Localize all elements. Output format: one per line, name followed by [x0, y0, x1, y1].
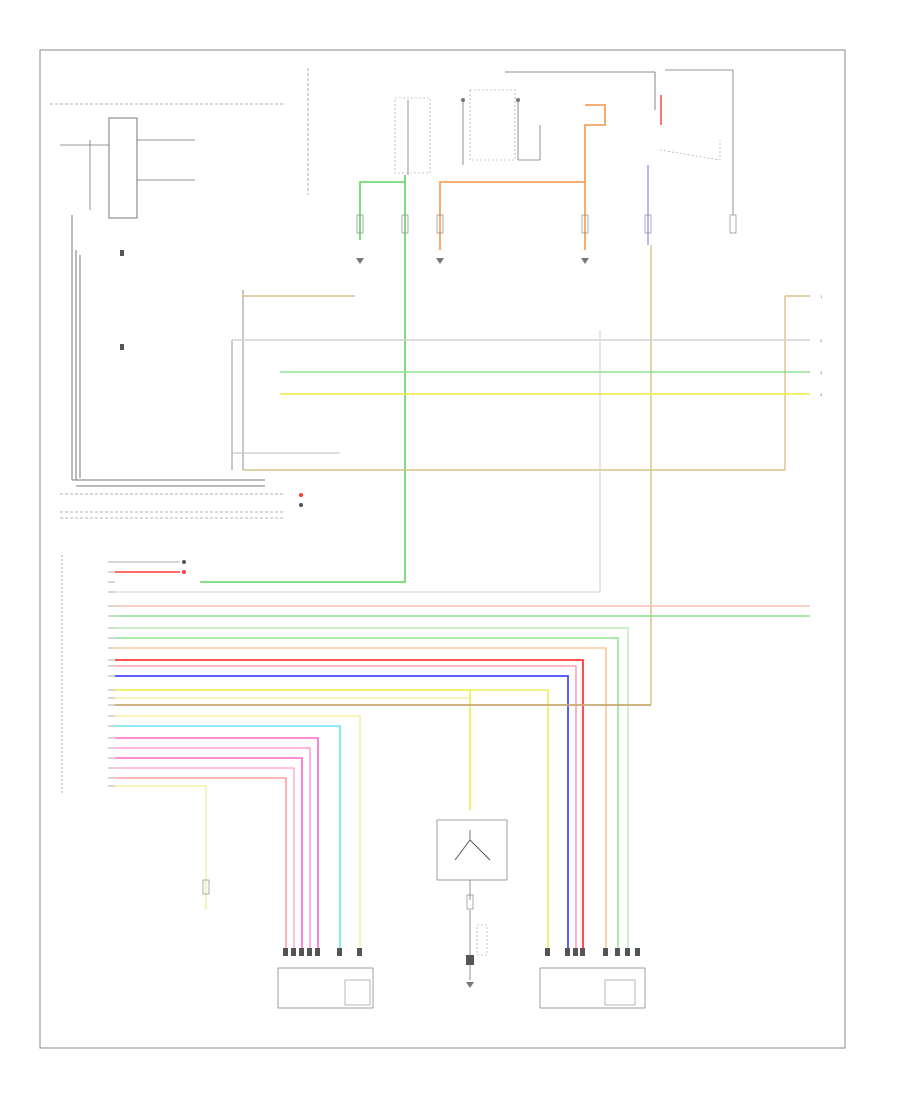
splice-point: [182, 560, 186, 564]
ecm-wire-green: [115, 637, 619, 952]
splice-point: [461, 98, 465, 102]
sensor-block: [108, 117, 138, 219]
ecm-wire-lightyellow-short: [115, 785, 207, 910]
ecm-wire-peach: [115, 647, 607, 952]
ecm-wire-pink: [115, 767, 295, 952]
connector-stub: [466, 955, 474, 965]
right-connector-pins: [545, 948, 640, 956]
ground-symbol: [581, 258, 589, 264]
ecm-wire-gray-long: [115, 330, 601, 593]
ecm-wire-red: [115, 659, 584, 952]
connector-stub: [581, 214, 589, 234]
bottom-components: [202, 819, 646, 1009]
top-left-sensor-group: [50, 68, 309, 519]
ecm-wire-magenta: [115, 757, 303, 952]
ecm-wire-yellow: [115, 689, 471, 810]
ecm-wire-magenta: [115, 737, 319, 952]
connector-stub: [466, 894, 474, 910]
ground-symbol: [436, 258, 444, 264]
wire-endpoint-label: 1: [820, 295, 822, 299]
splice-point: [182, 570, 186, 574]
left-connector-box: [277, 967, 374, 1009]
ecm-wire-pink: [115, 747, 311, 952]
connector-stub: [436, 214, 444, 234]
wire-green-branch: [359, 181, 405, 240]
connector-stub: [729, 214, 737, 234]
ecm-wire-cyan: [115, 725, 341, 952]
wire-endpoint-label: 4: [820, 393, 823, 397]
range-switch-box: [436, 819, 508, 881]
splice-point: [516, 98, 520, 102]
ecm-wires: [61, 330, 810, 952]
diagram-frame: [39, 49, 846, 1049]
ecm-wire-lightyellow-down: [115, 715, 361, 952]
ecm-wire-lightgreen: [115, 627, 629, 952]
ecm-wire-yellow-right: [470, 689, 549, 952]
ground-symbol: [466, 982, 474, 988]
connector-mark: [120, 344, 124, 350]
ecm-wire-pink: [115, 665, 577, 952]
right-connector-box: [539, 967, 646, 1009]
ecm-wire-light-red: [115, 777, 287, 952]
wire-endpoint-label: 3: [820, 371, 822, 375]
connector-stub: [356, 214, 364, 234]
connector-stub: [202, 879, 210, 895]
left-connector-pins: [283, 948, 362, 956]
middle-wires: 1 2 3 4: [231, 290, 823, 507]
wire-green-main: [200, 175, 406, 583]
connector-stub: [644, 214, 652, 234]
splice-point: [299, 503, 303, 507]
ground-symbol: [356, 258, 364, 264]
splice-point: [299, 493, 303, 497]
wire-orange: [439, 104, 606, 250]
left-connector-inner: [344, 979, 371, 1006]
range-switch-symbol: [454, 839, 491, 861]
wire-endpoint-label: 2: [820, 339, 822, 343]
relay-box: [394, 97, 431, 174]
connector-stub: [401, 214, 409, 234]
ecm-pin-ticks: [108, 561, 115, 787]
relay-group: [394, 69, 734, 215]
connector-mark: [120, 250, 124, 256]
switch-housing: [476, 924, 488, 956]
right-connector-inner: [604, 979, 636, 1006]
ecm-wire-blue: [115, 675, 569, 952]
top-wires: [200, 95, 737, 705]
relay-box: [469, 89, 516, 161]
